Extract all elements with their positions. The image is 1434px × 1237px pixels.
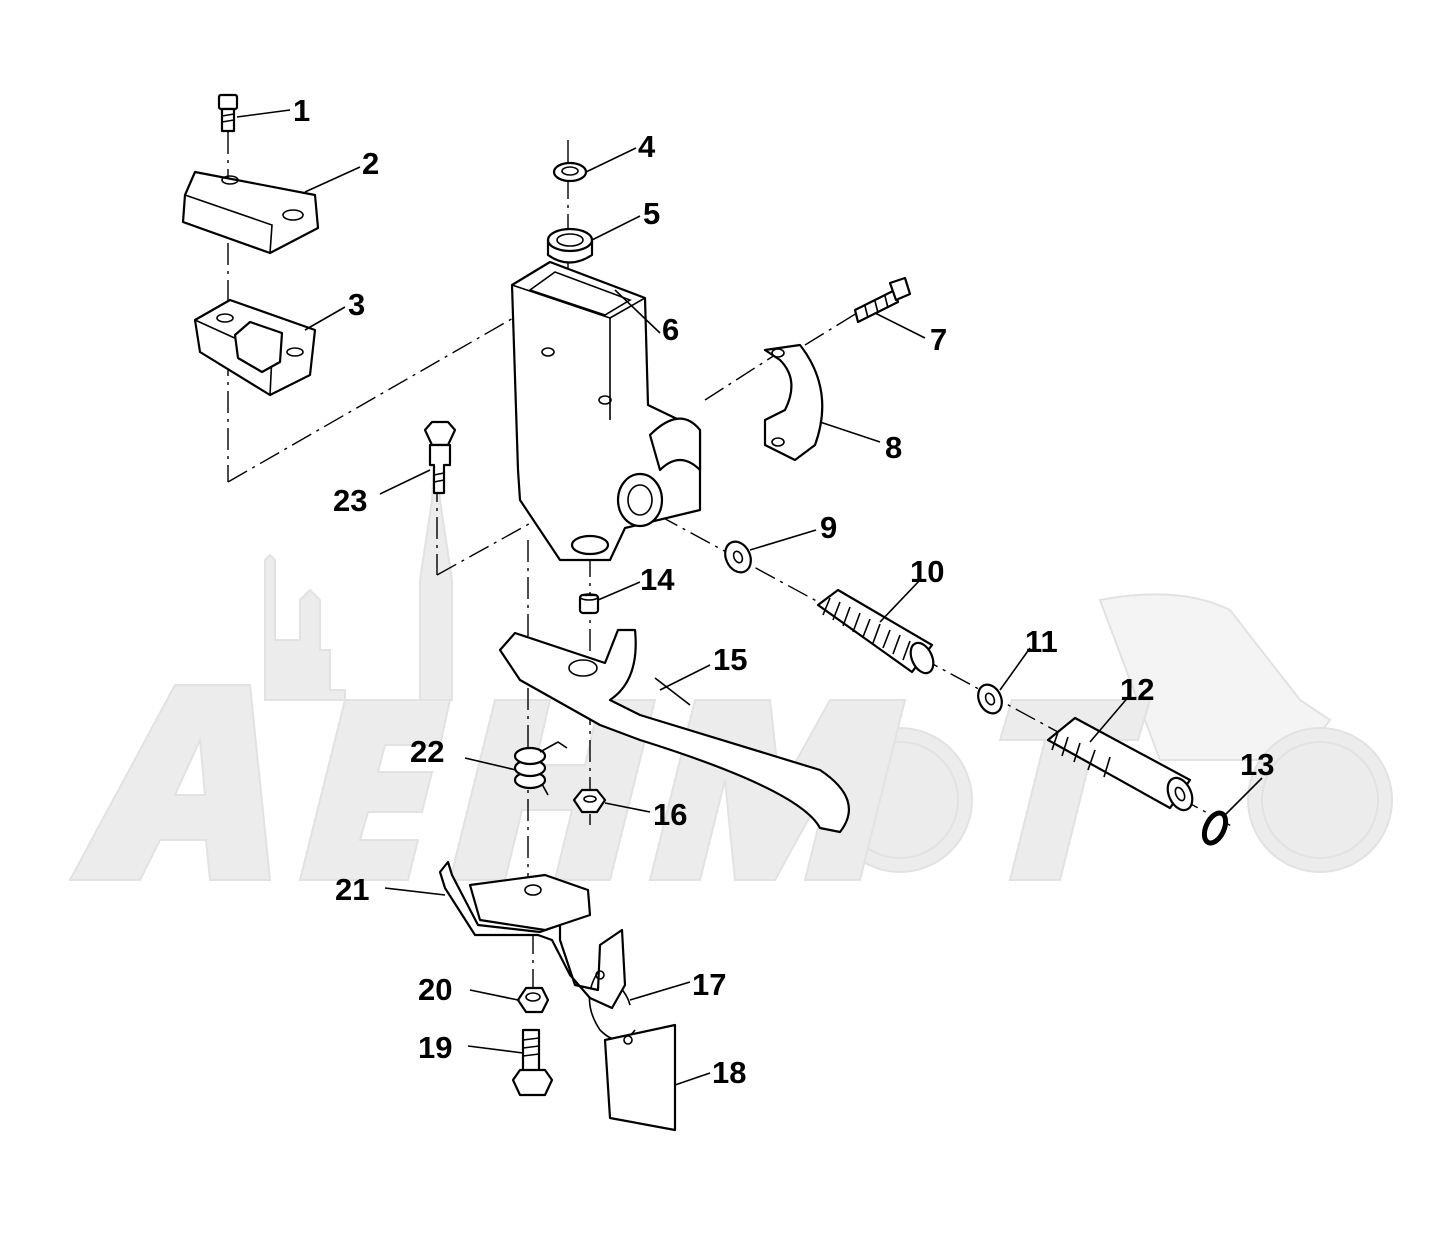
callout-14: 14 [640,562,675,597]
callout-5: 5 [643,196,660,231]
watermark-logo [68,429,1393,881]
callout-10: 10 [910,554,944,589]
part-18-tag [603,1023,677,1132]
callout-9: 9 [820,510,837,545]
part-21-bracket [438,860,627,1010]
part-10-boot [816,588,935,675]
callout-15: 15 [713,642,747,677]
callout-19: 19 [418,1030,452,1065]
part-16-nut [572,788,607,814]
callout-11: 11 [1025,624,1058,659]
callout-17: 17 [692,967,726,1002]
callout-6: 6 [662,312,679,347]
callout-18: 18 [712,1055,746,1090]
part-19-bolt [511,1028,554,1097]
callout-16: 16 [653,797,687,832]
leader-lines [236,109,1263,1086]
callout-2: 2 [362,146,379,181]
part-20-nut [516,986,550,1014]
part-2-reservoir-cap [181,170,320,255]
part-3-diaphragm [193,298,317,397]
callout-labels: 1 2 3 4 5 6 7 8 9 10 11 12 13 14 15 16 1… [293,93,1274,1090]
callout-3: 3 [348,287,365,322]
callout-1: 1 [293,93,310,128]
part-23-pivot-bolt [423,420,457,495]
part-5-bushing [546,227,594,264]
part-4-washer [552,161,588,183]
part-8-clamp [763,343,824,462]
callout-7: 7 [930,322,947,357]
part-13-oring [1201,810,1229,846]
part-9-washer [724,540,752,574]
part-15-lever [498,628,850,834]
callout-8: 8 [885,430,902,465]
part-22-spring [513,741,568,796]
callout-23: 23 [333,483,367,518]
part-12-piston [1046,716,1194,812]
callout-4: 4 [638,129,656,164]
callout-12: 12 [1120,672,1154,707]
part-6-master-cylinder [510,260,702,562]
callout-20: 20 [418,972,452,1007]
callout-13: 13 [1240,747,1274,782]
part-1-screw [217,93,239,133]
part-11-washer [977,683,1003,715]
callout-22: 22 [410,734,444,769]
callout-21: 21 [335,872,369,907]
part-7-bolt [853,276,912,324]
part-14-nut [578,593,600,615]
